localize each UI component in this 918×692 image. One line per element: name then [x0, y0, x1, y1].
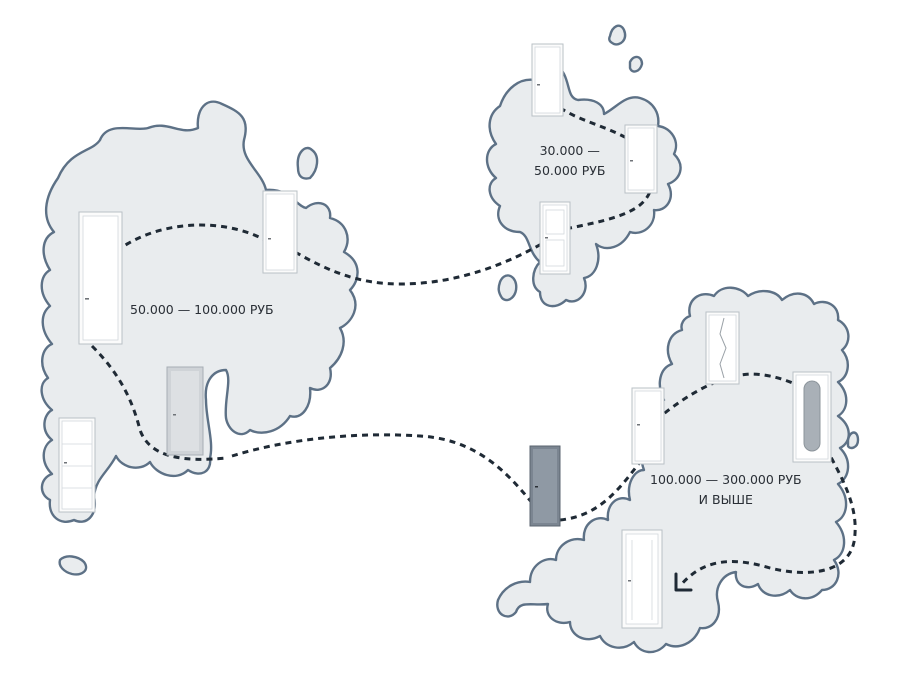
- arrowhead: [674, 572, 693, 592]
- door-dark-glass: [529, 445, 561, 527]
- islet-mid-b: [58, 555, 88, 576]
- route-mid-to-low: [294, 240, 546, 286]
- islet-low-a: [608, 24, 627, 46]
- door-white-small: [262, 190, 298, 274]
- zone-label-low-line-1: 30.000 —: [539, 143, 600, 158]
- islet-mid-a: [296, 146, 319, 180]
- zone-label-high: 100.000 — 300.000 РУБ И ВЫШЕ: [650, 470, 802, 510]
- door-high-white: [631, 387, 665, 465]
- island-high-price: [496, 286, 850, 654]
- zone-label-high-line-2: И ВЫШЕ: [698, 492, 753, 507]
- route-mid-top: [106, 223, 266, 260]
- zone-label-mid: 50.000 — 100.000 РУБ: [130, 300, 274, 320]
- door-grey-glass: [166, 366, 204, 456]
- zone-label-mid-line: 50.000 — 100.000 РУБ: [130, 302, 274, 317]
- zone-label-low: 30.000 — 50.000 РУБ: [534, 141, 605, 181]
- door-tall-white: [78, 211, 123, 345]
- door-low-right: [624, 124, 658, 194]
- door-white-panels: [58, 417, 96, 513]
- route-mid-to-high: [231, 433, 550, 523]
- route-low-inner-a: [543, 91, 631, 142]
- islet-low-b: [628, 55, 644, 73]
- route-high-inner-b: [655, 372, 801, 422]
- door-high-crack: [705, 311, 740, 385]
- door-low-top: [531, 43, 564, 117]
- door-high-bottom: [621, 529, 663, 629]
- route-high-inner-a: [559, 461, 642, 522]
- islet-low-c: [497, 274, 518, 302]
- door-low-classic: [539, 201, 571, 275]
- zone-label-low-line-2: 50.000 РУБ: [534, 163, 606, 178]
- door-high-oval: [792, 371, 832, 463]
- zone-label-high-line-1: 100.000 — 300.000 РУБ: [650, 472, 802, 487]
- islet-high-a: [846, 431, 860, 450]
